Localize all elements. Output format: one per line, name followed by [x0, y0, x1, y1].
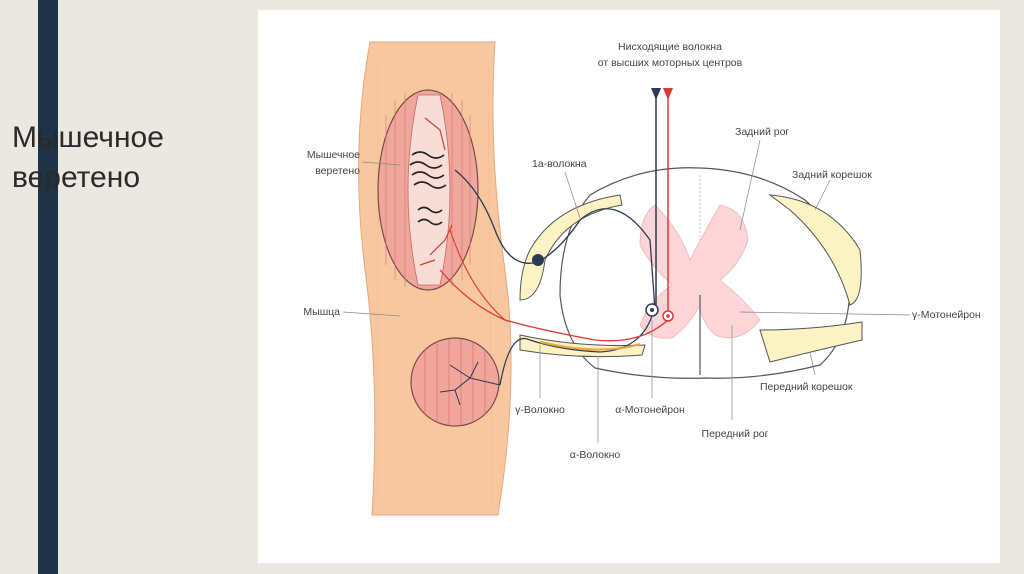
label-descending-line2: от высших моторных центров [598, 57, 743, 69]
ventral-root-left [519, 334, 646, 358]
label-alpha-motoneuron: α-Мотонейрон [615, 404, 685, 416]
gamma-efferent-fiber-branch [449, 229, 506, 321]
descending-arrow-red [663, 88, 673, 100]
label-gamma-motoneuron: γ-Мотонейрон [912, 309, 981, 321]
label-muscle-spindle-line1: Мышечное [307, 149, 360, 161]
dorsal-root-ganglion [532, 254, 544, 266]
alpha-efferent-fiber [499, 315, 653, 386]
slide-title-line1: Мышечное [12, 121, 164, 154]
ventral-root-right [759, 321, 863, 363]
label-muscle: Мышца [303, 306, 340, 318]
gamma-efferent-fiber [439, 269, 669, 342]
slide-title-line2: веретено [12, 161, 140, 194]
slide-title: Мышечное веретено [12, 118, 232, 198]
label-alpha-fiber: α-Волокно [570, 449, 621, 461]
label-ventral-horn: Передний рог [702, 428, 769, 440]
accent-bar [38, 0, 58, 574]
gray-matter [639, 204, 761, 339]
extrafusal-fiber-zoom [410, 337, 501, 427]
descending-arrow-blue [651, 88, 661, 100]
label-ventral-root: Передний корешок [760, 381, 853, 393]
dorsal-root-right [768, 194, 862, 306]
label-muscle-spindle-line2: веретено [315, 165, 360, 177]
label-descending-line1: Нисходящие волокна [618, 41, 722, 53]
leader-lines [342, 139, 911, 443]
gamma-fiber-highlight [539, 340, 641, 351]
muscle-spindle-zoom [377, 89, 479, 291]
label-dorsal-horn: Задний рог [735, 126, 789, 138]
muscle-striations [377, 59, 493, 501]
label-ia-fibers: 1а-волокна [532, 158, 587, 170]
label-gamma-fiber: γ-Волокно [515, 404, 565, 416]
label-dorsal-root: Задний корешок [792, 169, 872, 181]
